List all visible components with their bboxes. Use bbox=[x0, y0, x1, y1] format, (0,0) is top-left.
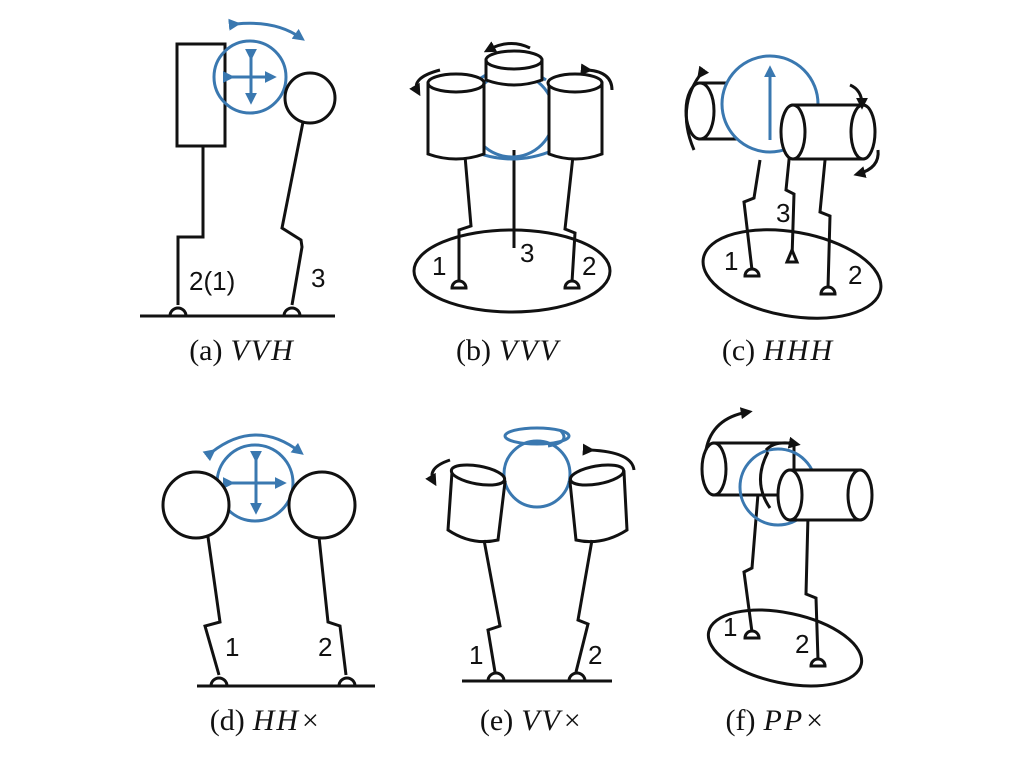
leg-label-c-1: 1 bbox=[724, 246, 738, 276]
leg-1 bbox=[203, 536, 222, 676]
leg-1 bbox=[457, 155, 473, 282]
foot-2-1 bbox=[168, 306, 188, 318]
caption-d-mark: (d) bbox=[209, 704, 245, 737]
caption-e-code: VV× bbox=[521, 704, 585, 737]
hip-cylinder-right bbox=[547, 81, 604, 161]
panel-e-drawing: 1 2 bbox=[425, 426, 636, 683]
leg-label-b-3: 2 bbox=[582, 251, 596, 281]
leg-label-e-2: 2 bbox=[588, 640, 602, 670]
leg-label-d-2: 2 bbox=[318, 632, 332, 662]
support-ellipse bbox=[412, 228, 612, 314]
caption-c-mark: (c) bbox=[721, 334, 756, 367]
body-joint-circle bbox=[212, 39, 288, 115]
hip-circle-right bbox=[287, 470, 357, 540]
caption-f-code: PP× bbox=[763, 704, 827, 737]
hip-cylinder-left bbox=[446, 470, 507, 544]
leg-1 bbox=[742, 493, 760, 633]
leg-2 bbox=[563, 155, 577, 283]
leg-label-f-1: 1 bbox=[723, 612, 737, 642]
leg-label-c-2: 3 bbox=[776, 198, 790, 228]
leg-label-a-1: 2(1) bbox=[189, 266, 235, 296]
leg-2 bbox=[317, 536, 348, 676]
panel-b-drawing: 1 3 2 bbox=[409, 41, 614, 314]
caption-b: (b)VVV bbox=[456, 334, 560, 368]
caption-c: (c)HHH bbox=[722, 334, 834, 368]
leg-label-c-3: 2 bbox=[848, 260, 862, 290]
rotation-arrow bbox=[228, 18, 305, 41]
caption-b-mark: (b) bbox=[456, 334, 491, 367]
caption-d-code: HH× bbox=[252, 704, 323, 737]
caption-f-mark: (f) bbox=[725, 704, 756, 737]
body-joint-circle bbox=[502, 439, 572, 509]
foot-3 bbox=[282, 306, 302, 318]
hip-cylinder-right bbox=[568, 470, 629, 544]
panel-d-drawing: 1 2 bbox=[161, 433, 375, 688]
leg-1 bbox=[742, 159, 762, 271]
leg-label-d-1: 1 bbox=[225, 632, 239, 662]
caption-a: (a)VVH bbox=[189, 334, 295, 368]
hip-circle-left bbox=[161, 470, 231, 540]
horizontal-hip-circle bbox=[283, 71, 337, 125]
leg-1 bbox=[482, 539, 502, 673]
caption-a-mark: (a) bbox=[189, 334, 223, 367]
caption-e-mark: (e) bbox=[479, 704, 514, 737]
leg-2 bbox=[804, 515, 820, 661]
leg-label-a-2: 3 bbox=[311, 263, 325, 293]
caption-c-code: HHH bbox=[763, 334, 835, 367]
support-ellipse bbox=[701, 228, 883, 320]
leg-label-e-1: 1 bbox=[469, 640, 483, 670]
hip-cylinder-left bbox=[426, 81, 486, 161]
leg-3 bbox=[784, 149, 796, 259]
leg-label-b-1: 1 bbox=[432, 251, 446, 281]
panel-f-drawing: 1 2 bbox=[700, 407, 874, 688]
panel-c-drawing: 1 3 2 bbox=[684, 54, 883, 320]
leg-2 bbox=[574, 539, 594, 673]
leg-label-b-2: 3 bbox=[520, 238, 534, 268]
leg-2-1 bbox=[176, 146, 205, 305]
leg-3 bbox=[280, 121, 305, 306]
leg-label-f-2: 2 bbox=[795, 629, 809, 659]
caption-d: (d)HH× bbox=[210, 704, 323, 738]
caption-a-code: VVH bbox=[230, 334, 295, 367]
caption-b-code: VVV bbox=[499, 334, 560, 367]
panel-a-drawing: 2(1) 3 bbox=[140, 18, 337, 318]
caption-f: (f)PP× bbox=[726, 704, 827, 738]
leg-2 bbox=[818, 149, 832, 289]
caption-e: (e)VV× bbox=[480, 704, 584, 738]
